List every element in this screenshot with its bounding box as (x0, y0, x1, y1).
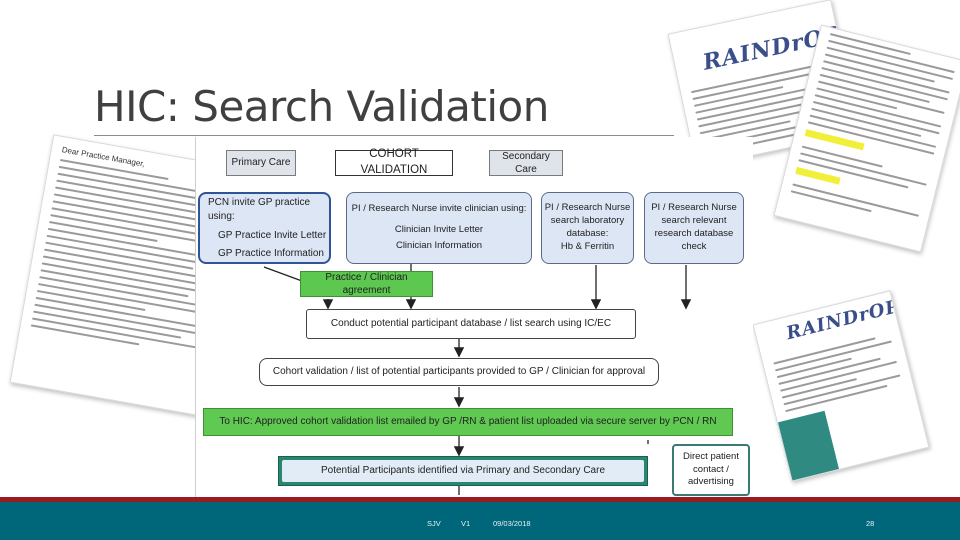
research-box-line-2: search relevant (661, 215, 727, 227)
cohort-validation-header: COHORT VALIDATION (335, 148, 453, 176)
direct-patient-contact-box: Direct patient contact / advertising (672, 444, 750, 496)
poster-teal-panel (777, 410, 840, 481)
secondary-care-label: Secondary Care (489, 150, 563, 176)
clinician-information: Clinician Information (395, 240, 483, 252)
footer-page-number: 28 (866, 519, 875, 528)
slide-title: HIC: Search Validation (94, 82, 549, 131)
cohort-list-text: Cohort validation / list of potential pa… (272, 366, 646, 378)
slide-footer: SJV V1 09/03/2018 28 (0, 502, 960, 540)
direct-contact-line-2: contact / (693, 463, 729, 475)
identified-text: Potential Participants identified via Pr… (320, 465, 606, 477)
cohort-validation-list-box: Cohort validation / list of potential pa… (259, 358, 659, 386)
secondary-care-text: Secondary Care (502, 150, 550, 176)
pcn-invite-letter: GP Practice Invite Letter (218, 230, 327, 241)
clinician-invite-letter: Clinician Invite Letter (394, 223, 484, 235)
lab-box-line-1: PI / Research Nurse (544, 202, 631, 214)
title-underline (94, 135, 674, 136)
agreement-text: Practice / Clinician agreement (325, 271, 408, 297)
footer-author: SJV (427, 519, 441, 528)
cohort-validation-flowchart: Primary Care COHORT VALIDATION Secondary… (195, 137, 753, 497)
lab-box-line-3: database: (566, 228, 609, 239)
practice-clinician-agreement-box: Practice / Clinician agreement (300, 271, 433, 297)
cohort-validation-text: COHORT VALIDATION (360, 148, 428, 176)
to-hic-approved-list-box: To HIC: Approved cohort validation list … (203, 408, 733, 436)
pcn-invite-title: PCN invite GP practice using: (208, 197, 311, 222)
lab-database-search-box: PI / Research Nurse search laboratory da… (541, 192, 634, 264)
research-box-line-3: research database (654, 228, 734, 239)
conduct-search-text: Conduct potential participant database /… (330, 318, 612, 330)
identified-inner-panel: Potential Participants identified via Pr… (282, 460, 644, 482)
pi-invite-clinician-box: PI / Research Nurse invite clinician usi… (346, 192, 532, 264)
potential-participants-identified-box: Potential Participants identified via Pr… (278, 456, 648, 486)
direct-contact-line-1: Direct patient (683, 450, 739, 462)
primary-care-text: Primary Care (231, 157, 291, 169)
footer-accent-bar (0, 497, 960, 502)
pi-invite-title: PI / Research Nurse invite clinician usi… (351, 202, 527, 214)
pcn-invite-information: GP Practice Information (218, 247, 324, 259)
footer-date: 09/03/2018 (493, 519, 531, 528)
pcn-invite-box: PCN invite GP practice using: GP Practic… (198, 192, 331, 264)
lab-box-line-2: search laboratory (550, 215, 625, 227)
lab-box-line-4: Hb & Ferritin (560, 240, 615, 252)
background-poster-document: RAINDrOP (752, 290, 930, 482)
to-hic-text: To HIC: Approved cohort validation list … (219, 416, 717, 428)
research-box-line-4: check (681, 240, 707, 252)
research-box-line-1: PI / Research Nurse (651, 202, 737, 214)
research-database-check-box: PI / Research Nurse search relevant rese… (644, 192, 744, 264)
primary-care-label: Primary Care (226, 150, 296, 176)
direct-contact-line-3: advertising (688, 476, 734, 488)
conduct-database-search-box: Conduct potential participant database /… (306, 309, 636, 339)
footer-version: V1 (461, 519, 471, 528)
